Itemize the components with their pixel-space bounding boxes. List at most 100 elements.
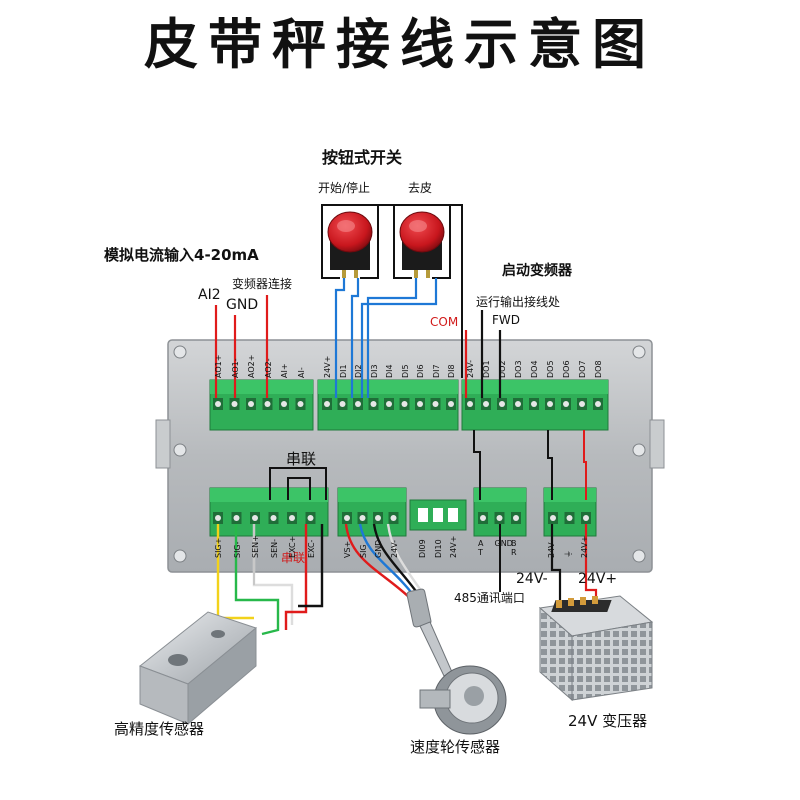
terminal-screw-head-icon (448, 401, 454, 407)
screw-icon (173, 443, 187, 457)
terminal-screw-head-icon (355, 401, 361, 407)
series-link-top (269, 467, 327, 500)
terminal-screw-head-icon (324, 401, 330, 407)
terminal-label: VS+ (343, 540, 352, 558)
terminal-screw-head-icon (307, 515, 314, 521)
terminal-label: 24V+ (323, 355, 332, 378)
terminal-label: 24V- (466, 359, 475, 378)
terminal-label: DO3 (514, 360, 523, 378)
rs485-port-label: 485通讯端口 (454, 591, 525, 605)
terminal-label: SIG (358, 544, 368, 558)
terminal-label: GND (374, 539, 383, 558)
terminal-screw-head-icon (513, 515, 519, 521)
terminal-screw-head-icon (499, 401, 505, 407)
start-stop-button-icon (327, 211, 373, 278)
terminal-label: EXC- (306, 539, 316, 558)
terminal-screw-head-icon (547, 401, 553, 407)
ai2-label: AI2 (198, 287, 221, 303)
com-label: COM (430, 315, 459, 329)
terminal-screw-head-icon (231, 401, 238, 407)
screw-icon (632, 443, 646, 457)
power-wires (550, 524, 598, 600)
screw-icon (173, 345, 187, 359)
terminal-label: DI3 (369, 364, 379, 378)
terminal-label: 24V+ (449, 535, 458, 558)
terminal-label: DO6 (562, 360, 571, 378)
analog-wires (214, 295, 269, 398)
terminal-screw-head-icon (531, 401, 537, 407)
terminal-screw-head-icon (480, 515, 486, 521)
screw-icon (632, 549, 646, 563)
terminal-screw-head-icon (386, 401, 392, 407)
speed-sensor-label: 速度轮传感器 (410, 738, 501, 756)
terminal-screw-head-icon (563, 401, 569, 407)
terminal-label: DO2 (498, 360, 507, 378)
terminal-label: A (478, 539, 484, 548)
terminal-screw-head-icon (281, 401, 287, 407)
terminal-label: AI+ (280, 363, 289, 378)
power-plus-label: 24V+ (578, 571, 618, 587)
terminal-screw-head-icon (467, 401, 473, 407)
terminal-screw-head-icon (583, 515, 589, 521)
terminal-label: DI6 (416, 364, 425, 378)
panel-mount-right (649, 419, 665, 469)
switch-group-title: 按钮式开关 (322, 148, 403, 167)
terminal-label: SIG+ (214, 537, 223, 558)
terminal-label: DO4 (530, 360, 539, 378)
terminal-screw-head-icon (432, 401, 439, 407)
terminal-label: AO1- (230, 358, 240, 378)
speed-sensor-wires (344, 523, 423, 599)
series-label-bottom: 串联 (281, 551, 306, 565)
terminal-block-bottom-di (409, 499, 467, 531)
fwd-label: FWD (492, 313, 521, 327)
run-output-wires (464, 310, 502, 398)
terminal-label: ⏚ (563, 550, 573, 558)
terminal-screw-head-icon (401, 401, 408, 407)
terminal-screw-head-icon (515, 401, 521, 407)
terminal-screw-head-icon (252, 515, 258, 521)
terminal-screw-head-icon (297, 401, 304, 407)
transformer-icon (538, 595, 654, 702)
terminal-label: AO2+ (247, 354, 256, 378)
terminal-screw-head-icon (417, 401, 423, 407)
terminal-label: DO5 (546, 360, 555, 378)
terminal-screw-head-icon (375, 515, 381, 521)
page-title: 皮带秤接线示意图 (144, 13, 656, 76)
screw-icon (173, 549, 187, 563)
run-output-label: 运行输出接线处 (476, 295, 561, 309)
terminal-screw-head-icon (339, 401, 346, 407)
terminal-label: DI8 (447, 364, 456, 378)
terminal-label: R (511, 548, 517, 557)
switch-frame-outline (321, 204, 463, 378)
terminal-screw-head-icon (595, 401, 601, 407)
terminal-screw-head-icon (233, 515, 240, 521)
terminal-label: EXC+ (288, 535, 297, 558)
terminal-label: DI1 (338, 364, 348, 378)
terminal-label: DI5 (400, 364, 410, 378)
terminal-screw-head-icon (215, 515, 221, 521)
terminal-screw-head-icon (289, 515, 295, 521)
terminal-screw-head-icon (390, 515, 397, 521)
terminal-label: 24V+ (580, 535, 589, 558)
terminal-screw-head-icon (270, 515, 277, 521)
start-inverter-title: 启动变频器 (502, 263, 572, 279)
terminal-screws-bottom (213, 512, 591, 524)
terminal-label: DI2 (354, 364, 363, 378)
load-cell-label: 高精度传感器 (114, 720, 205, 738)
terminal-screw-head-icon (264, 401, 271, 407)
tare-button-icon (399, 211, 445, 278)
analog-input-title: 模拟电流输入4-20mA (104, 246, 259, 264)
switch-wires (334, 278, 438, 398)
terminal-label: T (478, 548, 483, 557)
terminal-label: DI10 (433, 539, 443, 558)
tare-label: 去皮 (408, 181, 433, 195)
terminal-label: DI4 (385, 364, 394, 378)
terminal-label: B (511, 539, 517, 548)
terminal-screw-head-icon (344, 515, 350, 521)
terminal-screw-head-icon (579, 401, 585, 407)
terminal-screw-head-icon (550, 515, 556, 521)
terminal-label: DO7 (578, 360, 587, 378)
terminal-label: SEN- (269, 538, 279, 558)
